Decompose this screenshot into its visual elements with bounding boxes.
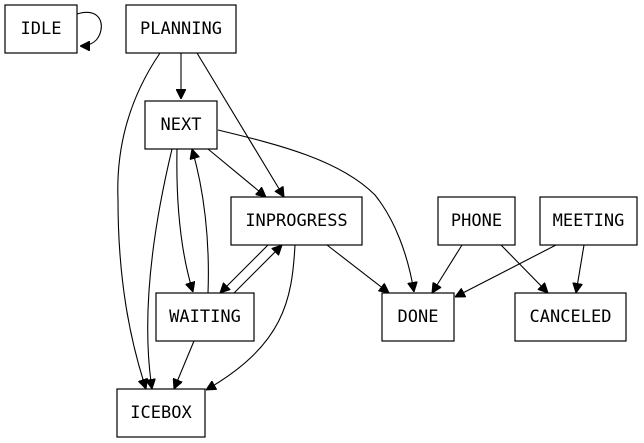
node-done: DONE: [381, 292, 455, 342]
edge-next-inprogress: [207, 148, 266, 197]
node-label-canceled: CANCELED: [530, 307, 612, 327]
node-box: [514, 292, 627, 342]
node-box: [381, 292, 455, 342]
edge-next-icebox: [148, 148, 173, 389]
edge-inprogress-done: [326, 244, 389, 293]
edge-phone-done: [432, 244, 463, 293]
node-label-idle: IDLE: [21, 19, 62, 39]
node-box: [144, 100, 218, 150]
node-meeting: MEETING: [539, 196, 638, 246]
edge-inprogress-waiting: [220, 244, 269, 293]
node-box: [125, 4, 237, 54]
node-box: [155, 292, 255, 342]
edge-phone-canceled: [500, 244, 548, 293]
edge-inprogress-icebox: [206, 244, 296, 390]
edge-meeting-done: [455, 244, 557, 297]
node-planning: PLANNING: [125, 4, 237, 54]
node-box: [539, 196, 638, 246]
node-box: [437, 196, 516, 246]
edge-waiting-inprogress: [233, 245, 282, 294]
node-box: [4, 4, 78, 54]
node-next: NEXT: [144, 100, 218, 150]
node-label-inprogress: INPROGRESS: [245, 211, 347, 231]
node-idle: IDLE: [4, 4, 78, 54]
edge-next-waiting: [176, 148, 193, 292]
edge-next-done: [217, 129, 414, 292]
node-phone: PHONE: [437, 196, 516, 246]
edges: [76, 12, 585, 390]
node-label-waiting: WAITING: [169, 307, 241, 327]
edge-waiting-icebox: [174, 340, 195, 389]
node-label-done: DONE: [398, 307, 439, 327]
node-label-meeting: MEETING: [553, 211, 625, 231]
edge-waiting-next: [192, 149, 209, 294]
node-label-icebox: ICEBOX: [130, 403, 192, 423]
node-box: [230, 196, 363, 246]
node-label-next: NEXT: [161, 115, 202, 135]
node-canceled: CANCELED: [514, 292, 627, 342]
node-label-phone: PHONE: [451, 211, 502, 231]
node-waiting: WAITING: [155, 292, 255, 342]
node-label-planning: PLANNING: [140, 19, 222, 39]
edge-planning-inprogress: [196, 52, 284, 197]
node-inprogress: INPROGRESS: [230, 196, 363, 246]
node-icebox: ICEBOX: [116, 388, 206, 438]
edge-meeting-canceled: [576, 244, 585, 293]
edge-planning-icebox: [117, 52, 161, 389]
edge-idle-idle: [76, 12, 102, 46]
node-box: [116, 388, 206, 438]
